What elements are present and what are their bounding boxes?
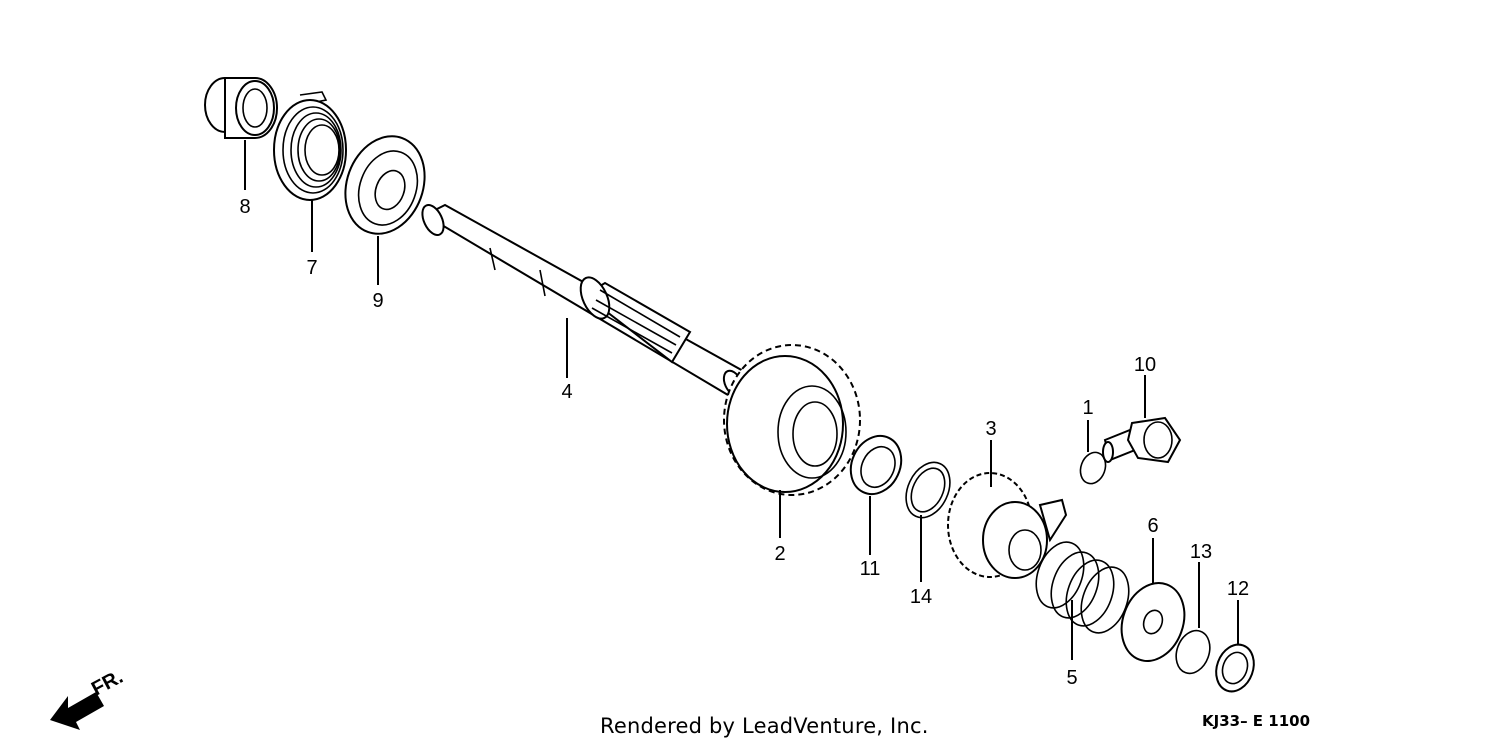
spring-coil-part — [1035, 541, 1130, 634]
callout-13: 13 — [1190, 541, 1212, 563]
washer-part — [849, 434, 903, 496]
callout-3: 3 — [985, 418, 996, 440]
callout-4: 4 — [561, 381, 572, 403]
arrow-left-icon — [50, 692, 104, 730]
callout-8: 8 — [239, 196, 250, 218]
thrust-washer-part — [1120, 582, 1186, 662]
credit-text: Rendered by LeadVenture, Inc. — [600, 714, 929, 738]
bolt-part — [1102, 416, 1182, 464]
o-ring-part — [1079, 451, 1107, 485]
callout-12: 12 — [1227, 578, 1249, 600]
gear-part — [723, 344, 861, 496]
callout-9: 9 — [372, 290, 383, 312]
callout-7: 7 — [306, 257, 317, 279]
callout-10: 10 — [1134, 354, 1156, 376]
small-washer-part — [1215, 643, 1255, 693]
callout-5: 5 — [1066, 667, 1077, 689]
seal-washer-part — [344, 135, 426, 235]
callout-14: 14 — [910, 586, 932, 608]
front-direction-arrow: FR. — [50, 666, 127, 730]
spring-part — [273, 91, 347, 201]
circlip-small-part — [1175, 629, 1211, 675]
callout-6: 6 — [1147, 515, 1158, 537]
ratchet-part — [947, 472, 1068, 579]
callout-2: 2 — [774, 543, 785, 565]
callout-11: 11 — [860, 558, 881, 580]
callout-numbers: 8 7 9 4 2 11 14 3 5 6 13 12 1 10 — [239, 196, 1249, 689]
circlip-part — [905, 461, 951, 519]
leader-lines — [244, 140, 1239, 660]
collar-part — [204, 77, 278, 139]
diagram-code: KJ33– E 1100 — [1202, 712, 1311, 730]
shaft-part — [421, 203, 747, 397]
callout-1: 1 — [1082, 397, 1093, 419]
